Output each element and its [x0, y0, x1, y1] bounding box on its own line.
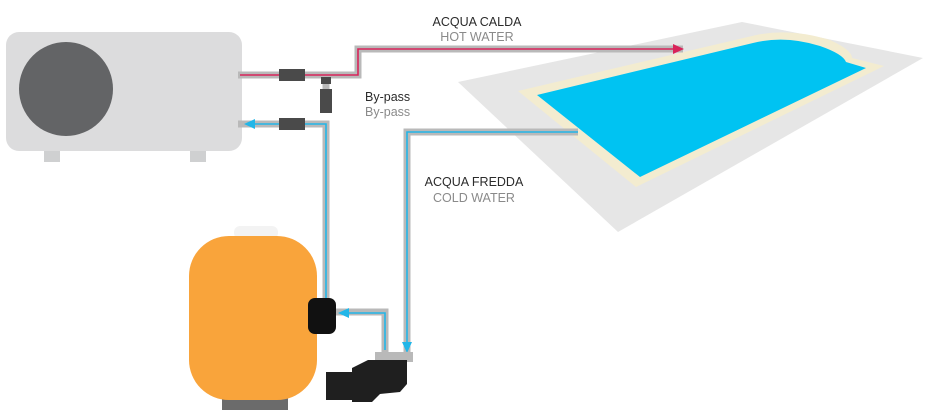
filter-lid	[234, 226, 278, 239]
filter-tank	[189, 236, 317, 400]
return-flow-line	[250, 123, 327, 300]
return-inlet-connector	[279, 118, 305, 130]
pump-body	[352, 360, 407, 402]
filter-flow-arrowhead	[338, 308, 349, 318]
filter-flow-line	[344, 312, 386, 350]
fan-icon	[19, 42, 113, 136]
hot-flow-arrowhead	[673, 44, 684, 54]
hot-water-label-en: HOT WATER	[440, 30, 513, 44]
swimming-pool	[458, 22, 923, 232]
heat-pump-leg-left	[44, 148, 60, 162]
filter-base	[222, 398, 288, 410]
hot-water-label-it: ACQUA CALDA	[433, 15, 523, 29]
heat-pump	[6, 32, 242, 162]
pump-motor-rear	[326, 372, 356, 400]
sand-filter	[189, 226, 336, 410]
cold-flow-line	[406, 131, 578, 348]
connectors	[279, 69, 332, 130]
bypass-valve-cap	[321, 77, 331, 84]
bypass-valve	[320, 89, 332, 113]
pump-strainer-top	[375, 352, 413, 362]
heat-pump-leg-right	[190, 148, 206, 162]
cold-flow-arrowhead	[402, 342, 412, 353]
circulation-pump	[326, 352, 413, 402]
multiport-valve	[308, 298, 336, 334]
hot-outlet-connector	[279, 69, 305, 81]
pool-water	[537, 39, 866, 178]
cold-water-label-it: ACQUA FREDDA	[425, 175, 524, 189]
bypass-label-en: By-pass	[365, 105, 410, 119]
return-flow-arrowhead	[244, 119, 255, 129]
cold-water-label-en: COLD WATER	[433, 191, 515, 205]
bypass-label-it: By-pass	[365, 90, 410, 104]
pump-to-filter-pipe	[330, 308, 389, 352]
